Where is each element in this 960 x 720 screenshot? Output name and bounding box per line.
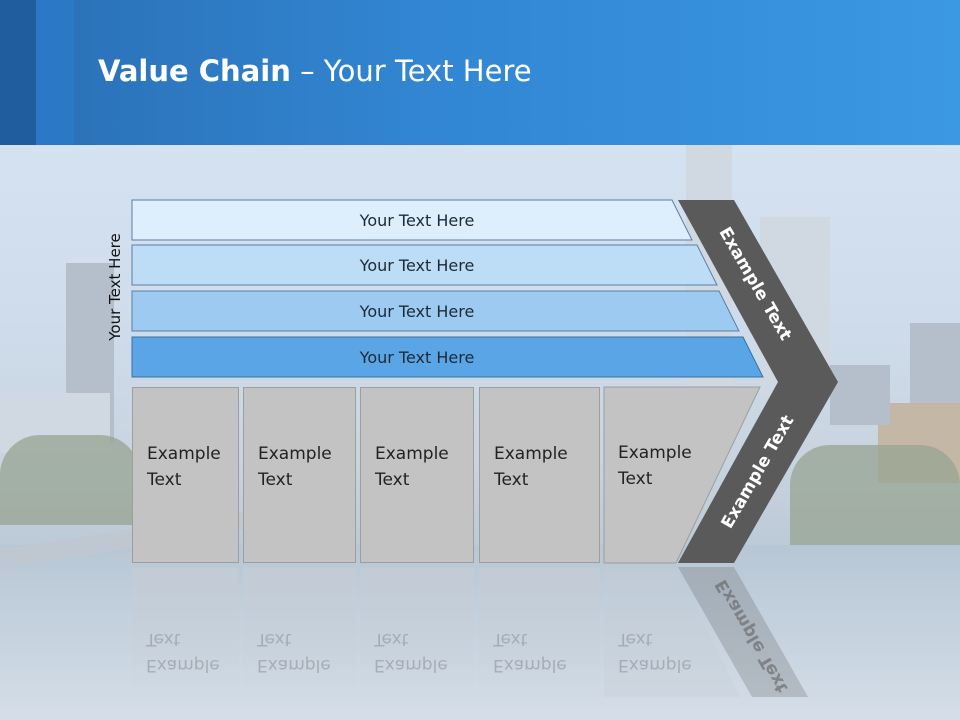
band-2-label: Your Text Here	[359, 255, 475, 275]
banner-accent-mid	[36, 0, 74, 145]
band-3-label: Your Text Here	[359, 301, 475, 321]
band-3-shape	[131, 290, 740, 332]
box-5-reflection	[604, 567, 740, 697]
band-2-shape	[131, 244, 718, 286]
chevron-reflection	[678, 567, 808, 697]
band-4-shape	[131, 336, 764, 378]
title-banner: Value Chain – Your Text Here	[0, 0, 960, 145]
banner-accent-dark	[0, 0, 36, 145]
slide-title-bold: Value Chain	[98, 54, 291, 88]
band-1-shape	[131, 199, 693, 241]
band-1-label: Your Text Here	[359, 210, 475, 230]
box-5-shape	[603, 386, 761, 564]
slide-title: Value Chain – Your Text Here	[98, 54, 532, 88]
chevron-top-shape	[678, 200, 838, 382]
band-4-label: Your Text Here	[359, 347, 475, 367]
chevron-bottom-shape	[678, 382, 838, 563]
slide-title-rest: – Your Text Here	[290, 54, 532, 88]
